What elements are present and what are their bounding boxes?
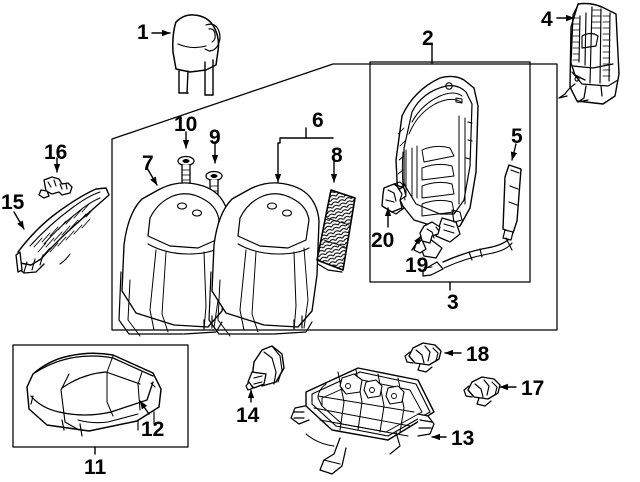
callout-label-6[interactable]: 6 <box>312 109 324 132</box>
callout-label-14[interactable]: 14 <box>236 404 260 427</box>
callout-label-10[interactable]: 10 <box>174 113 198 136</box>
boundary-group-2 <box>111 63 558 331</box>
part-side-shield-clip <box>38 176 73 199</box>
callout-label-8[interactable]: 8 <box>331 144 343 167</box>
part-headrest <box>172 14 221 96</box>
part-seat-back-cover-left <box>118 182 230 337</box>
callout-label-20[interactable]: 20 <box>371 229 395 252</box>
part-pivot-bracket <box>381 181 407 213</box>
part-seat-track-adjuster <box>290 367 435 475</box>
callout-label-5[interactable]: 5 <box>511 125 523 148</box>
part-track-cover-cap-left <box>404 342 442 373</box>
callout-label-4[interactable]: 4 <box>541 8 553 31</box>
callout-label-9[interactable]: 9 <box>209 126 221 149</box>
part-side-shield-trim <box>15 187 110 274</box>
callout-label-3[interactable]: 3 <box>447 291 459 314</box>
callout-label-12[interactable]: 12 <box>141 418 165 441</box>
part-recliner-handle-knob <box>245 345 285 391</box>
leader-lines <box>13 14 575 455</box>
callout-label-18[interactable]: 18 <box>466 343 490 366</box>
callout-label-17[interactable]: 17 <box>521 377 545 400</box>
callout-label-7[interactable]: 7 <box>142 152 154 175</box>
boundary-group-11 <box>12 344 189 448</box>
part-release-cable-lever <box>413 221 513 277</box>
part-seat-cushion-pad <box>26 352 162 437</box>
callout-label-13[interactable]: 13 <box>451 427 475 450</box>
callout-label-1[interactable]: 1 <box>137 21 149 44</box>
part-lumbar-actuator <box>502 164 522 251</box>
callout-label-16[interactable]: 16 <box>44 141 68 164</box>
callout-label-15[interactable]: 15 <box>1 191 25 214</box>
part-seat-back-panel <box>558 2 620 105</box>
part-track-cover-cap-right <box>463 376 501 407</box>
callout-label-2[interactable]: 2 <box>422 27 434 50</box>
callout-label-11[interactable]: 11 <box>84 456 107 479</box>
part-seat-back-cover-right <box>208 182 320 337</box>
callout-label-19[interactable]: 19 <box>405 254 429 277</box>
part-seat-back-spring-pad <box>316 189 356 273</box>
